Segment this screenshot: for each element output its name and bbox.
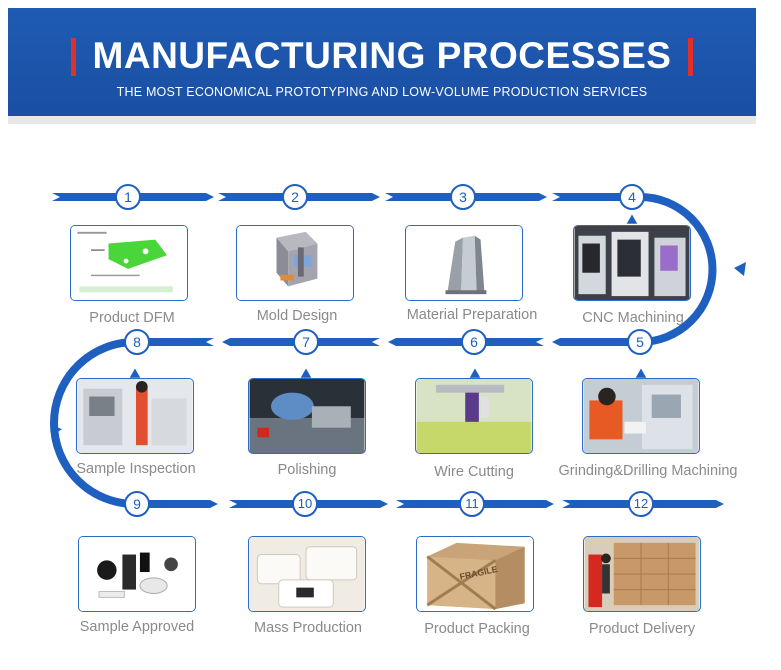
step-number-2: 2 <box>282 184 308 210</box>
step-label-8: Sample Inspection <box>76 461 196 477</box>
step-number-1: 1 <box>115 184 141 210</box>
step-label-3: Material Preparation <box>406 307 538 323</box>
step-label-10: Mass Production <box>254 620 362 636</box>
step-label-4: CNC Machining <box>582 310 684 326</box>
header-banner: MANUFACTURING PROCESSES THE MOST ECONOMI… <box>8 8 756 116</box>
photo-sample-inspection <box>76 378 194 454</box>
flow-curve-right <box>639 193 717 346</box>
step-number-10: 10 <box>292 491 318 517</box>
flow-arrow-row1-seg4 <box>552 193 640 201</box>
title-text: MANUFACTURING PROCESSES <box>92 35 672 76</box>
photo-sample-approved <box>78 536 196 612</box>
step-label-12: Product Delivery <box>588 621 696 637</box>
photo-product-packing: FRAGILE <box>416 536 534 612</box>
photo-mold-design <box>236 225 354 301</box>
step-number-6: 6 <box>461 329 487 355</box>
photo-grinding-drilling <box>582 378 700 454</box>
flow-arrow-row2-seg1 <box>552 338 640 346</box>
page-subtitle: THE MOST ECONOMICAL PROTOTYPING AND LOW-… <box>116 85 648 99</box>
title-accent-bar-right <box>688 38 694 76</box>
step-label-5: Grinding&Drilling Machining <box>558 463 738 479</box>
flow-arrow-row3-seg1 <box>135 500 218 508</box>
step-number-7: 7 <box>293 329 319 355</box>
step-label-9: Sample Approved <box>79 619 195 635</box>
step-number-3: 3 <box>450 184 476 210</box>
step-label-7: Polishing <box>277 462 337 478</box>
photo-product-dfm <box>70 225 188 301</box>
step-number-4: 4 <box>619 184 645 210</box>
step-number-8: 8 <box>124 329 150 355</box>
step-number-9: 9 <box>124 491 150 517</box>
photo-material-preparation <box>405 225 523 301</box>
photo-cnc-machining <box>573 225 691 301</box>
photo-product-delivery <box>583 536 701 612</box>
step-label-1: Product DFM <box>89 310 175 326</box>
step-number-12: 12 <box>628 491 654 517</box>
photo-polishing <box>248 378 366 454</box>
page-title: MANUFACTURING PROCESSES <box>70 34 694 78</box>
step-number-5: 5 <box>627 329 653 355</box>
step-number-11: 11 <box>459 491 485 517</box>
flow-arrow-row2-seg4 <box>135 338 214 346</box>
photo-wire-cutting <box>415 378 533 454</box>
flow-curve-left <box>50 338 136 508</box>
title-accent-bar-left <box>70 38 76 76</box>
step-label-6: Wire Cutting <box>434 464 514 480</box>
photo-mass-production <box>248 536 366 612</box>
step-label-11: Product Packing <box>424 621 530 637</box>
step-label-2: Mold Design <box>256 308 338 324</box>
banner-shadow <box>8 116 756 124</box>
